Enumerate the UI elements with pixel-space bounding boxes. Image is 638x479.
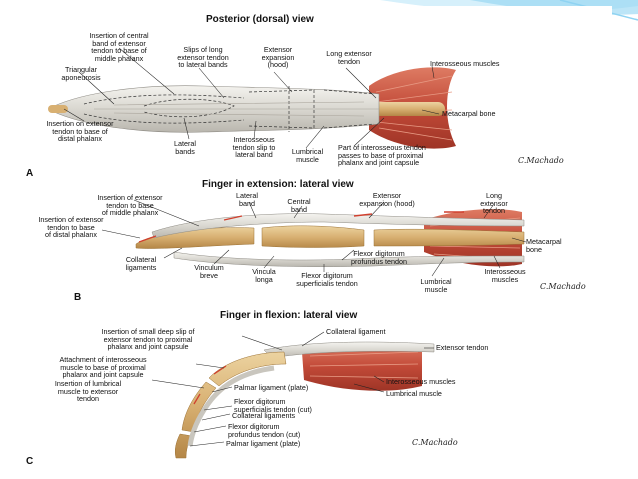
label-extensor-expansion-a: Extensor expansion (hood) bbox=[261, 45, 295, 70]
label-vincula-longa: Vincula longa bbox=[252, 267, 276, 284]
label-collateral-ligaments-b: Collateral ligaments bbox=[125, 255, 157, 272]
panel-b-illustration bbox=[101, 199, 527, 277]
panel-c-title: Finger in flexion: lateral view bbox=[220, 310, 358, 321]
label-flexor-superficialis-c: Flexor digitorum superficialis tendon (c… bbox=[234, 397, 312, 414]
panel-a-dashed-bands bbox=[83, 94, 245, 124]
label-lateral-band-b: Lateral band bbox=[236, 191, 258, 208]
anatomy-illustration bbox=[48, 47, 527, 459]
label-attachment-interosseous: Attachment of interosseous muscle to bas… bbox=[59, 355, 147, 380]
label-long-extensor-tendon-b: Long extensor tendon bbox=[480, 191, 508, 216]
label-flexor-profundus-b: Flexor digitorum profundus tendon bbox=[351, 249, 407, 266]
panel-a-metacarpal-bone bbox=[369, 102, 445, 116]
label-insertion-lumbrical: Insertion of lumbrical muscle to extenso… bbox=[54, 379, 122, 404]
label-metacarpal-bone-b: Metacarpal bone bbox=[526, 237, 562, 254]
label-palmar-ligament-c2: Palmar ligament (plate) bbox=[226, 439, 301, 448]
label-lateral-bands: Lateral bands bbox=[174, 139, 196, 156]
label-collateral-ligaments-c: Collateral ligaments bbox=[232, 411, 296, 420]
label-central-band-b: Central band bbox=[287, 197, 311, 214]
label-interosseous-muscles-a: Interosseous muscles bbox=[430, 59, 500, 68]
panel-a-illustration bbox=[48, 47, 456, 149]
label-insertion-distal-b: Insertion of extensor tendon to base of … bbox=[38, 215, 104, 240]
label-long-extensor-tendon-a: Long extensor tendon bbox=[326, 49, 372, 66]
label-collateral-ligament-c: Collateral ligament bbox=[326, 327, 386, 336]
label-extensor-expansion-b: Extensor expansion (hood) bbox=[359, 191, 415, 208]
anatomy-figure: Posterior (dorsal) view Insertion of cen… bbox=[24, 6, 612, 473]
label-insertion-small-deep-slip: Insertion of small deep slip of extensor… bbox=[101, 327, 195, 352]
panel-c-flexor-tendons bbox=[187, 365, 275, 447]
label-vinculum-breve: Vinculum breve bbox=[194, 263, 224, 280]
label-lumbrical-muscle-b: Lumbrical muscle bbox=[420, 277, 452, 294]
label-flexor-superficialis-b: Flexor digitorum superficialis tendon bbox=[296, 271, 358, 288]
label-part-interosseous: Part of interosseous tendon passes to ba… bbox=[338, 143, 426, 168]
panel-a-distal-bone bbox=[48, 105, 68, 113]
panel-b-leader-lines bbox=[101, 199, 527, 277]
panel-a-letter: A bbox=[26, 168, 34, 179]
panel-b-red-arrows bbox=[138, 211, 464, 243]
label-extensor-tendon-c: Extensor tendon bbox=[436, 343, 489, 352]
panel-b-flexor-tendons bbox=[173, 251, 525, 267]
panel-c-red-arrows bbox=[193, 365, 227, 405]
panel-a-signature: C.Machado bbox=[518, 156, 564, 165]
label-insertion-central-band: Insertion of central band of extensor te… bbox=[89, 31, 149, 63]
panel-c-letter: C bbox=[26, 456, 34, 467]
panel-c-muscle bbox=[302, 342, 422, 391]
panel-a-title: Posterior (dorsal) view bbox=[206, 14, 314, 25]
panel-a-tendon-lines bbox=[94, 101, 379, 117]
label-insertion-distal-a: Insertion on extensor tendon to base of … bbox=[46, 119, 114, 144]
panel-b-signature: C.Machado bbox=[540, 282, 586, 291]
label-flexor-profundus-c: Flexor digitorum profundus tendon (cut) bbox=[228, 422, 301, 439]
label-palmar-ligament-c1: Palmar ligament (plate) bbox=[234, 383, 309, 392]
label-interosseous-muscles-b: Interosseous muscles bbox=[484, 267, 526, 284]
panel-c-signature: C.Machado bbox=[412, 438, 458, 447]
panel-b-letter: B bbox=[74, 292, 82, 303]
label-interosseous-muscles-c: Interosseous muscles bbox=[386, 377, 456, 386]
label-lumbrical-muscle-c: Lumbrical muscle bbox=[386, 389, 442, 398]
panel-c-leader-lines bbox=[151, 331, 434, 447]
label-interosseous-slip: Interosseous tendon slip to lateral band bbox=[232, 135, 276, 160]
label-metacarpal-bone-a: Metacarpal bone bbox=[442, 109, 496, 118]
panel-c-illustration bbox=[151, 331, 435, 459]
label-slips-long-extensor: Slips of long extensor tendon to lateral… bbox=[177, 45, 229, 70]
label-lumbrical-muscle-a: Lumbrical muscle bbox=[291, 147, 324, 164]
panel-a-leader-lines bbox=[63, 47, 440, 149]
panel-b-title: Finger in extension: lateral view bbox=[202, 179, 354, 190]
label-insertion-middle-b: Insertion of extensor tendon to base of … bbox=[97, 193, 163, 218]
label-triangular-aponeurosis: Triangular aponeurosis bbox=[61, 65, 101, 82]
panel-c-muscle-fibers bbox=[309, 351, 419, 379]
panel-b-extensor-tendon bbox=[151, 213, 525, 239]
